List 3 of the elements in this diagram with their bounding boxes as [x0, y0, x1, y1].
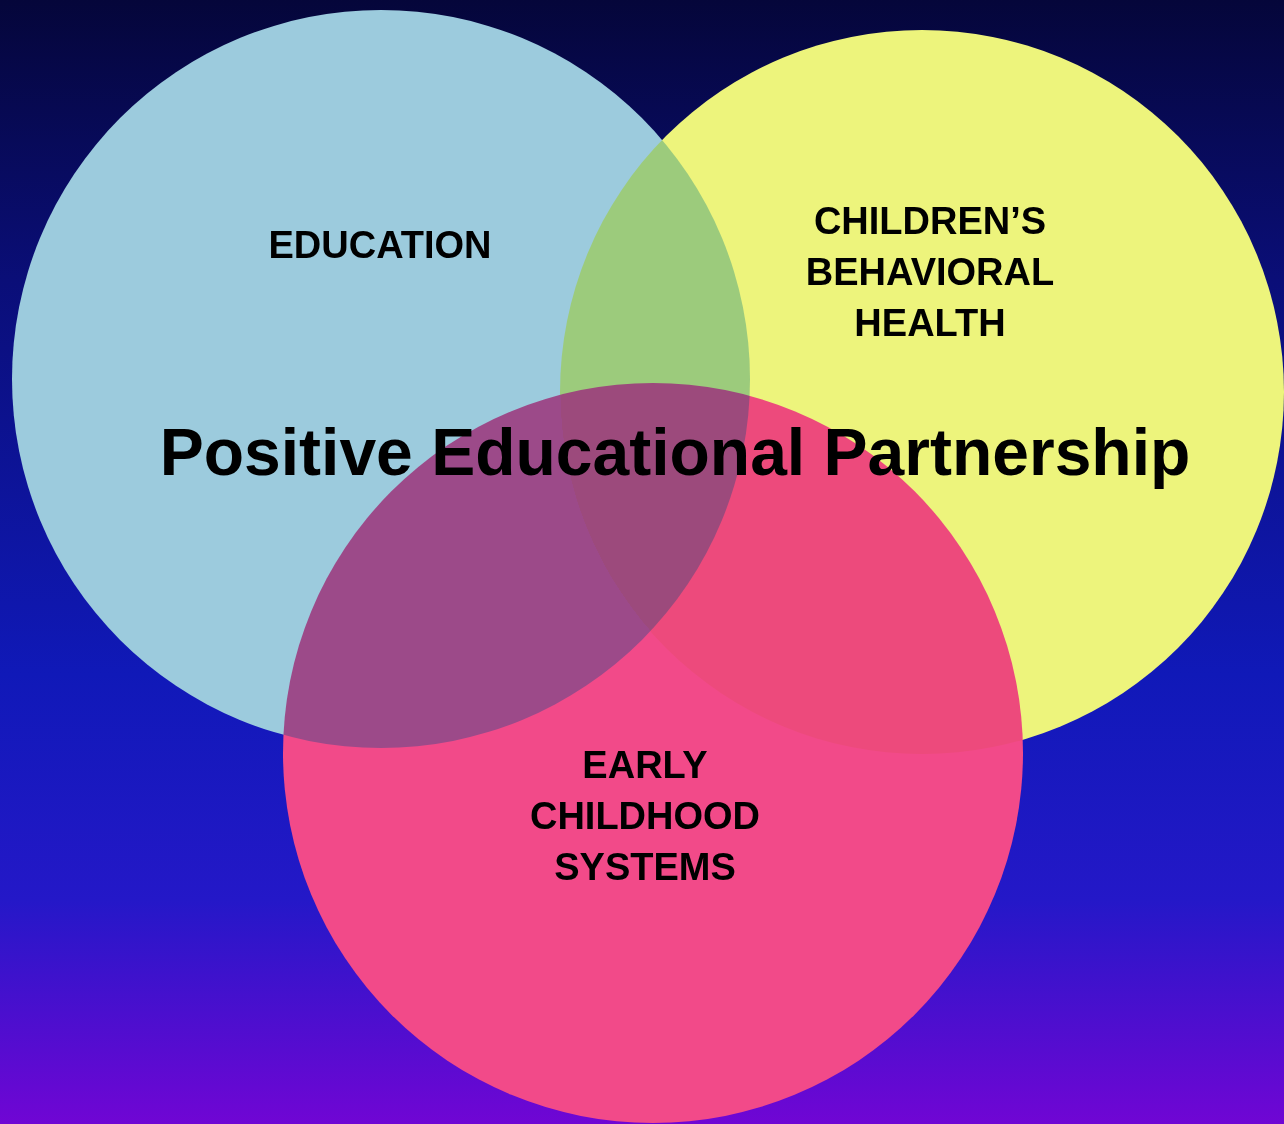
circle-label: EDUCATION: [267, 222, 493, 268]
circle-label: EARLY CHILDHOOD SYSTEMS: [528, 742, 762, 890]
circle-label: CHILDREN’S BEHAVIORAL HEALTH: [804, 198, 1056, 346]
